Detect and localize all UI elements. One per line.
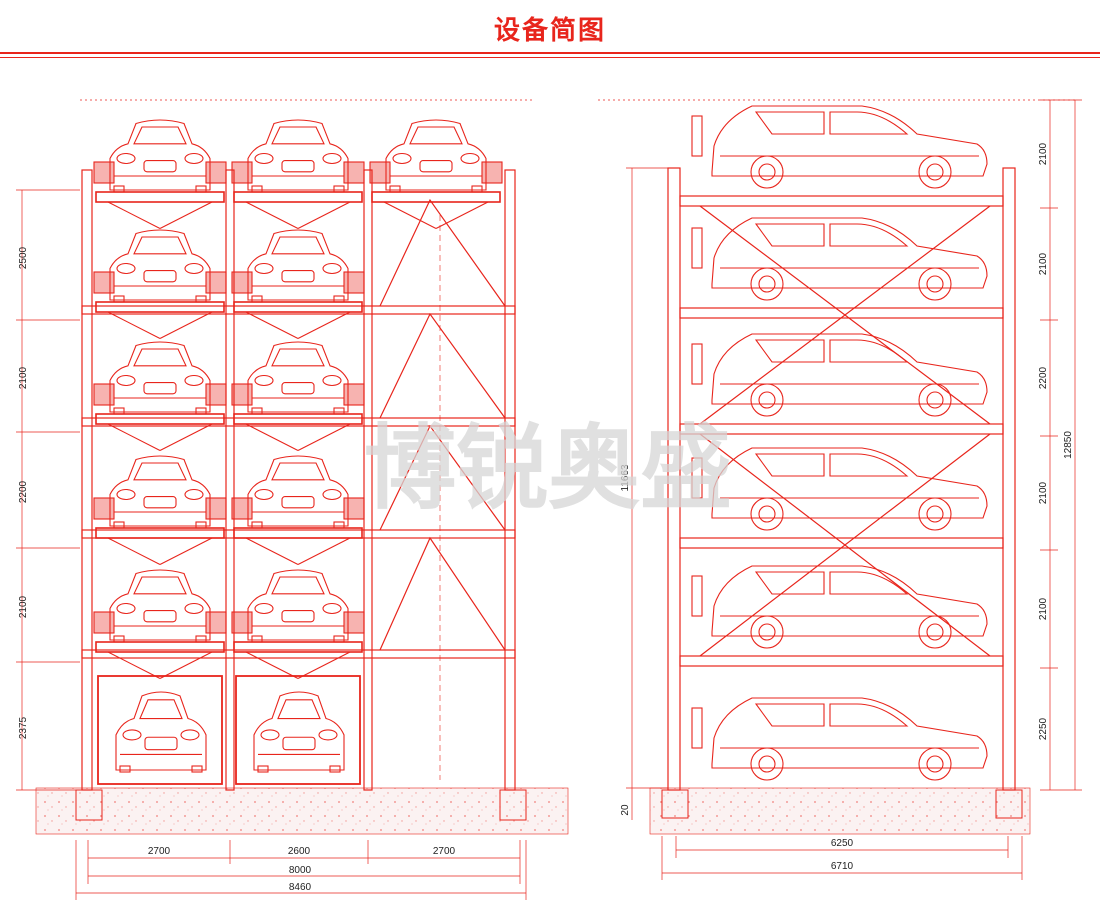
car-front-view-12 <box>253 691 345 773</box>
side-dim-level-1: 2100 <box>1038 142 1049 165</box>
side-dim-depth-outer: 6710 <box>831 861 854 872</box>
side-dim-level-5: 2100 <box>1038 597 1049 620</box>
front-foot-right <box>499 789 527 821</box>
car-front-view-11 <box>115 691 207 773</box>
front-dim-level-1: 2500 <box>18 246 29 269</box>
car-front-view-9 <box>93 569 227 679</box>
side-view <box>598 99 1075 835</box>
car-side-view-1 <box>691 217 988 301</box>
front-foot-left <box>75 789 103 821</box>
front-brace-2 <box>379 312 506 419</box>
front-brace-1 <box>379 198 506 307</box>
front-column-left <box>81 169 93 791</box>
side-ground-slab <box>649 787 1031 835</box>
car-front-view-2 <box>369 119 503 229</box>
front-car-group <box>93 119 503 773</box>
side-dim-total-height: 12850 <box>1063 431 1074 459</box>
side-deck-3 <box>679 423 1004 435</box>
front-dim-bay-3: 2700 <box>433 846 456 857</box>
front-ground-slab <box>35 787 569 835</box>
front-column-mid2 <box>363 169 373 791</box>
watermark-text: 博锐奥盛 <box>364 415 732 522</box>
side-dim-level-4: 2100 <box>1038 481 1049 504</box>
front-column-mid1 <box>225 169 235 791</box>
car-front-view-0 <box>93 119 227 229</box>
front-view <box>35 99 569 835</box>
front-brace-4 <box>379 536 506 651</box>
car-side-view-5 <box>691 697 988 781</box>
front-dim-level-2: 2100 <box>18 366 29 389</box>
car-front-view-5 <box>93 341 227 451</box>
title-rule-thin <box>0 57 1100 58</box>
title-rule-thick <box>0 52 1100 54</box>
car-front-view-6 <box>231 341 365 451</box>
car-front-view-3 <box>93 229 227 339</box>
front-dim-level-5: 2375 <box>18 716 29 739</box>
side-foot-front <box>661 789 689 819</box>
side-column-rear <box>1002 167 1016 791</box>
front-dim-bay-2: 2600 <box>288 846 311 857</box>
side-dim-base-offset: 20 <box>620 804 631 816</box>
front-bay-ground-1 <box>97 675 223 785</box>
side-cross-brace-b <box>699 205 991 425</box>
side-deck-1 <box>679 195 1004 207</box>
car-front-view-7 <box>93 455 227 565</box>
page-title: 设备简图 <box>493 16 606 46</box>
side-dim-level-2: 2100 <box>1038 252 1049 275</box>
car-front-view-10 <box>231 569 365 679</box>
front-dim-level-3: 2200 <box>18 480 29 503</box>
car-front-view-8 <box>231 455 365 565</box>
car-side-view-2 <box>691 333 988 417</box>
front-dim-total-outer: 8460 <box>289 882 312 893</box>
front-dim-bay-1: 2700 <box>148 846 171 857</box>
front-beam-level-4 <box>81 649 516 659</box>
front-dim-total-inner: 8000 <box>289 865 312 876</box>
car-front-view-4 <box>231 229 365 339</box>
car-side-view-4 <box>691 565 988 649</box>
side-car-group <box>691 105 988 781</box>
side-deck-5 <box>679 655 1004 667</box>
side-dim-inner-height: 11663 <box>620 464 631 492</box>
side-dimensions <box>626 99 1082 880</box>
front-beam-level-2 <box>81 417 516 427</box>
car-side-view-0 <box>691 105 988 189</box>
car-front-view-1 <box>231 119 365 229</box>
front-beam-level-3 <box>81 529 516 539</box>
front-dim-level-4: 2100 <box>18 595 29 618</box>
side-dim-level-3: 2200 <box>1038 366 1049 389</box>
front-bay-ground-2 <box>235 675 361 785</box>
side-dim-level-6: 2250 <box>1038 717 1049 740</box>
car-side-view-3 <box>691 447 988 531</box>
front-beam-level-1 <box>81 305 516 315</box>
side-dim-depth-inner: 6250 <box>831 838 854 849</box>
front-dimensions <box>16 189 527 900</box>
side-foot-rear <box>995 789 1023 819</box>
side-cross-brace-d <box>699 433 991 657</box>
front-brace-3 <box>379 424 506 531</box>
